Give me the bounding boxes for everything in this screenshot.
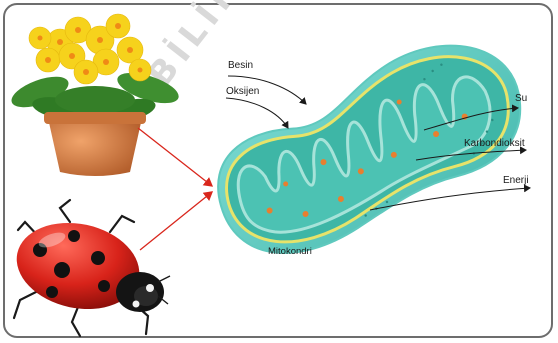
label-mitokondri: Mitokondri [268,246,312,257]
label-oksijen: Oksijen [226,86,259,97]
flower-pot-illustration [8,14,182,176]
organism-to-mitochondria-arrows [138,128,212,250]
label-su: Su [515,93,527,104]
ladybug-illustration [9,200,170,336]
label-besin: Besin [228,60,253,71]
label-karbondioksit: Karbondioksit [464,138,525,149]
label-enerji: Enerji [503,175,529,186]
